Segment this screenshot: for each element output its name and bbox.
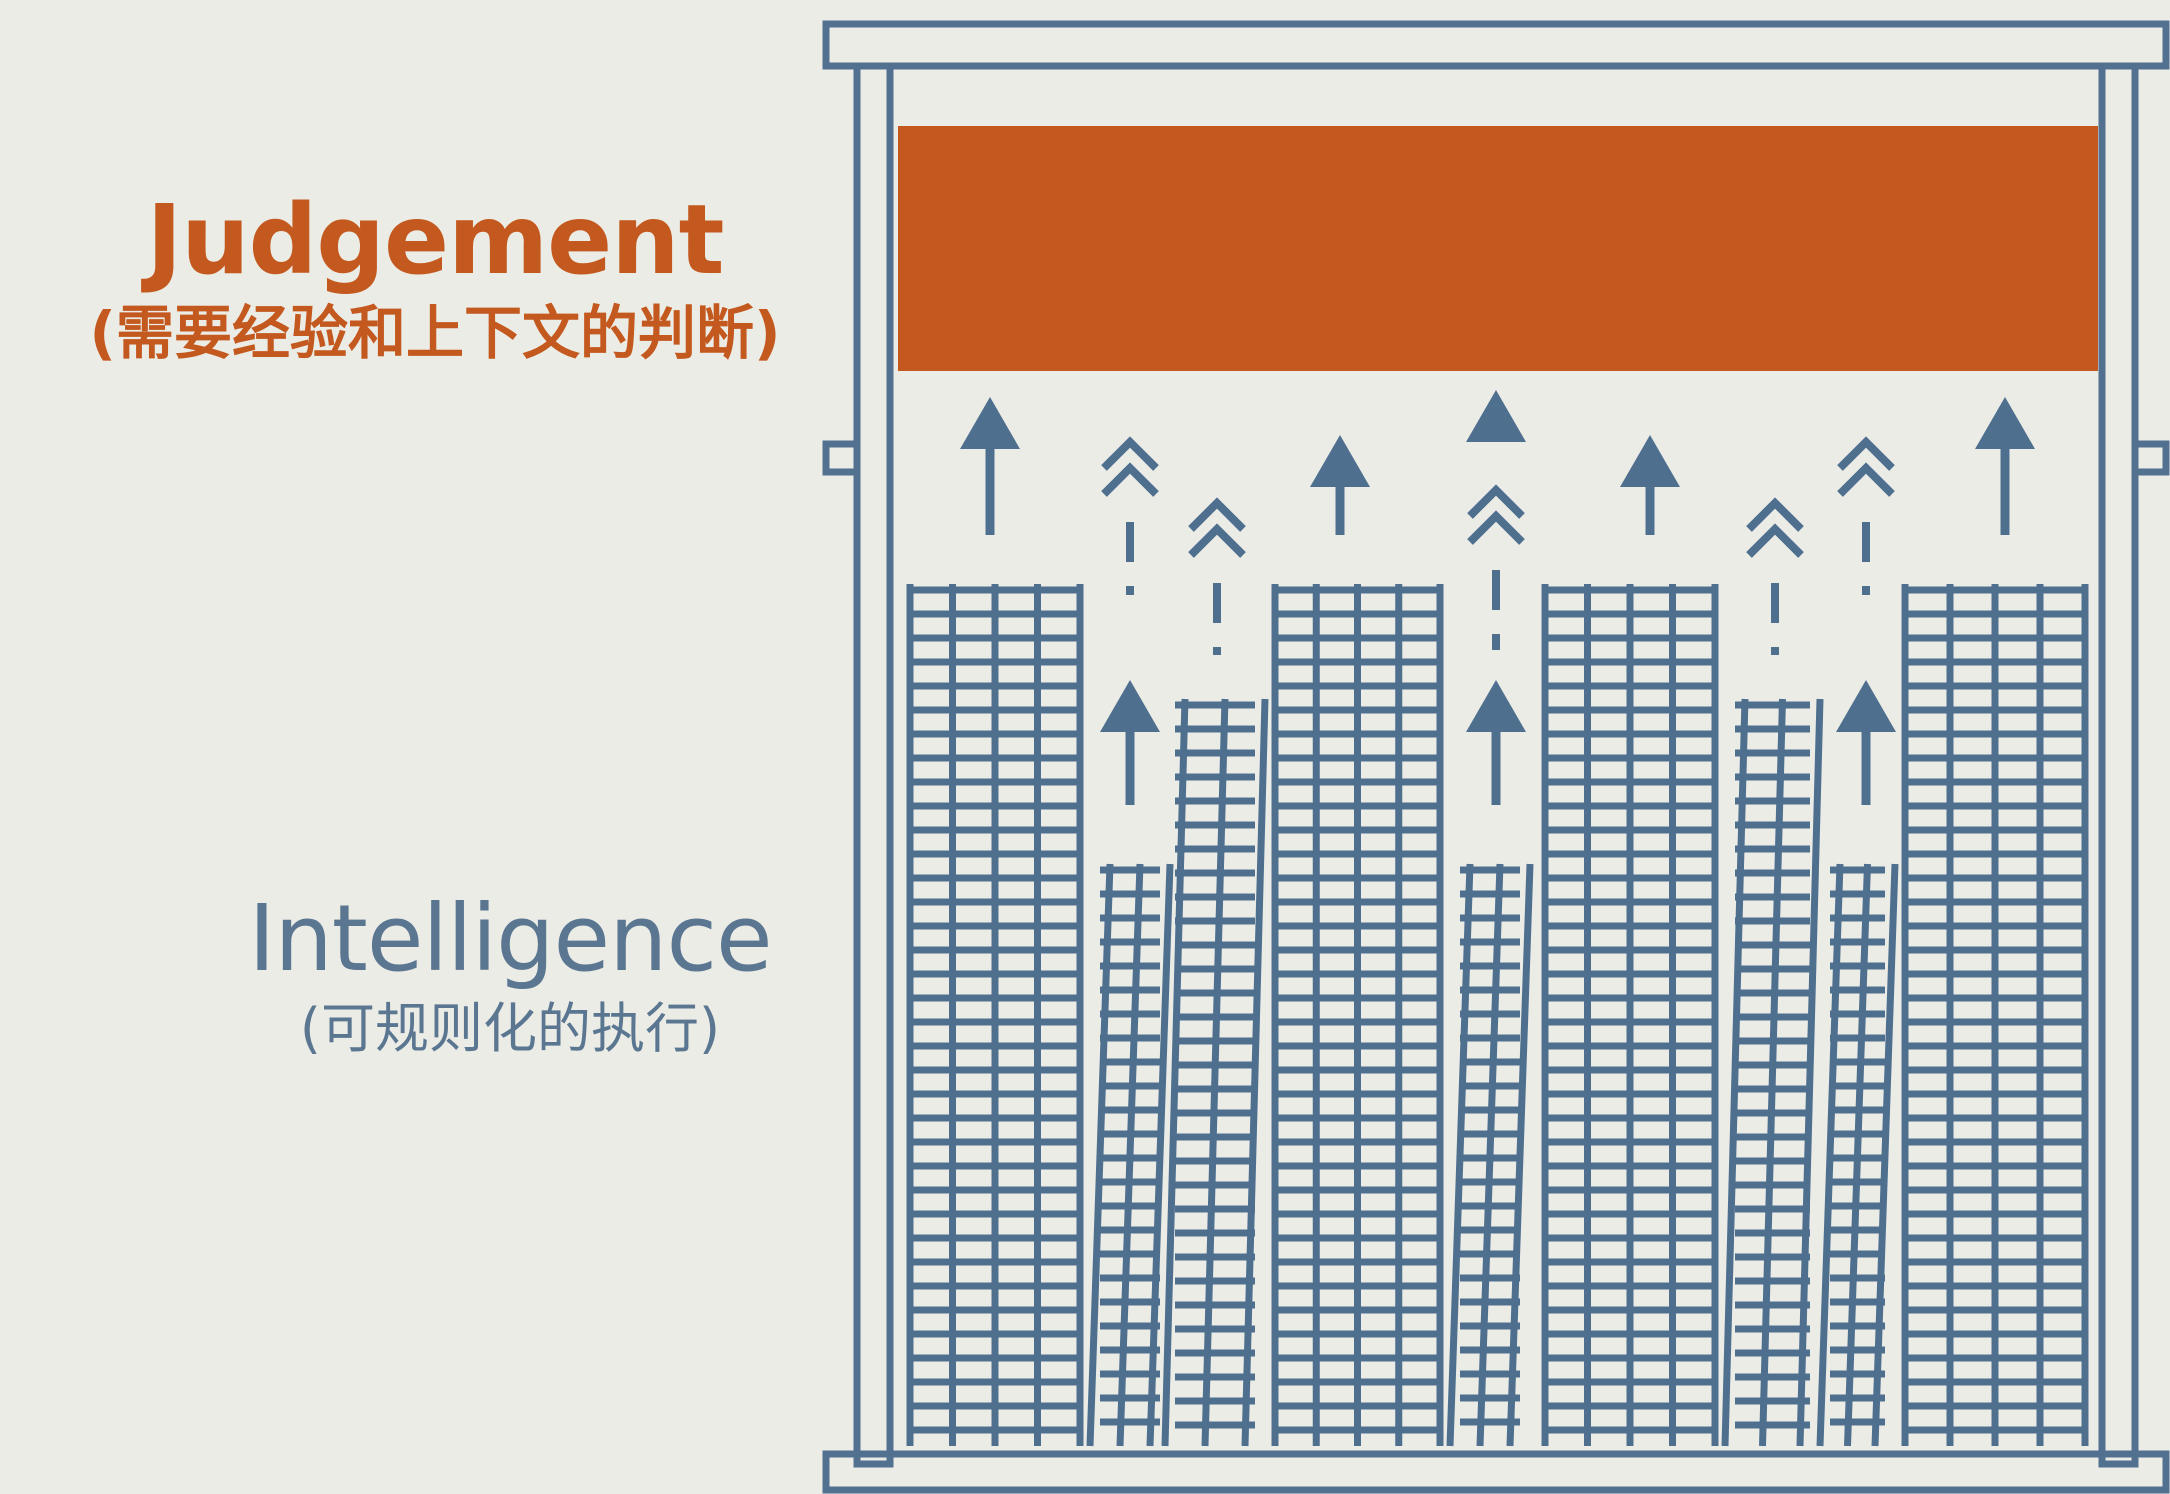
grid-column-5 [1446,863,1534,1447]
arrow-up-3 [1466,390,1526,442]
arrow-head [1975,397,2035,449]
arrow-up-7 [1466,680,1526,805]
grid-line [1146,863,1174,1447]
grid-line [1816,863,1844,1447]
chevron [1101,436,1159,471]
chevron [1837,462,1895,497]
grid-column-7 [1721,698,1824,1447]
grid-line [1476,863,1504,1447]
chevron-arrow-4 [1746,497,1804,655]
grid-column-6 [1541,584,1719,1446]
arrows-layer [960,390,2035,805]
grid-column-1 [906,584,1084,1446]
arrow-up-1 [960,397,1020,535]
arrow-head [1466,680,1526,732]
frame-bottom-beam [822,1450,2170,1494]
grid-line [1201,698,1229,1447]
chevron [1188,497,1246,532]
chevron-arrow-3 [1467,484,1525,650]
frame-right-notch [2131,440,2170,476]
chevron [1467,484,1525,519]
arrow-up-6 [1100,680,1160,805]
judgement-subtitle: (需要经验和上下文的判断) [89,299,781,367]
chevron-arrow-2 [1188,497,1246,655]
frame-right-post [2098,62,2139,1468]
grid-line [1446,863,1474,1447]
arrow-head [1310,435,1370,487]
arrow-head [1100,680,1160,732]
arrow-up-2 [1310,435,1370,535]
frame-top-beam [822,20,2170,70]
chevron [1467,510,1525,545]
grid-line [1116,863,1144,1447]
arrow-up-4 [1620,435,1680,535]
intelligence-title: Intelligence [248,885,772,992]
chevron [1746,523,1804,558]
grid-column-4 [1271,584,1444,1446]
chevron [1837,436,1895,471]
grid-line [1844,863,1871,1447]
grid-line [1086,863,1114,1447]
arrow-up-5 [1975,397,2035,535]
grid-line [1871,863,1899,1447]
frame-left-post [853,62,894,1468]
grid-line [1241,698,1269,1447]
chevron [1746,497,1804,532]
judgement-bar [898,126,2098,371]
judgement-label: Judgement (需要经验和上下文的判断) [20,185,850,371]
grid-line [1721,698,1749,1447]
grid-line [1161,698,1189,1447]
arrow-head [1620,435,1680,487]
grid-column-3 [1161,698,1269,1447]
arrow-up-8 [1836,680,1896,805]
grid-line [1796,698,1824,1447]
grid-column-8 [1816,863,1899,1447]
chevron-arrow-1 [1101,436,1159,595]
chevron-arrow-5 [1837,436,1895,595]
intelligence-subtitle: (可规则化的执行) [299,997,721,1060]
chevron [1188,523,1246,558]
frame-left-notch [822,440,861,476]
intelligence-grid [906,584,2089,1447]
grid-column-9 [1901,584,2089,1446]
grid-line [1506,863,1534,1447]
judgement-title: Judgement [146,184,725,296]
container-frame [822,20,2170,1494]
intelligence-label: Intelligence (可规则化的执行) [215,885,805,1065]
arrow-head [1466,390,1526,442]
chevron [1101,462,1159,497]
arrow-head [1836,680,1896,732]
grid-line [1759,698,1786,1447]
arrow-head [960,397,1020,449]
grid-column-2 [1086,863,1174,1447]
